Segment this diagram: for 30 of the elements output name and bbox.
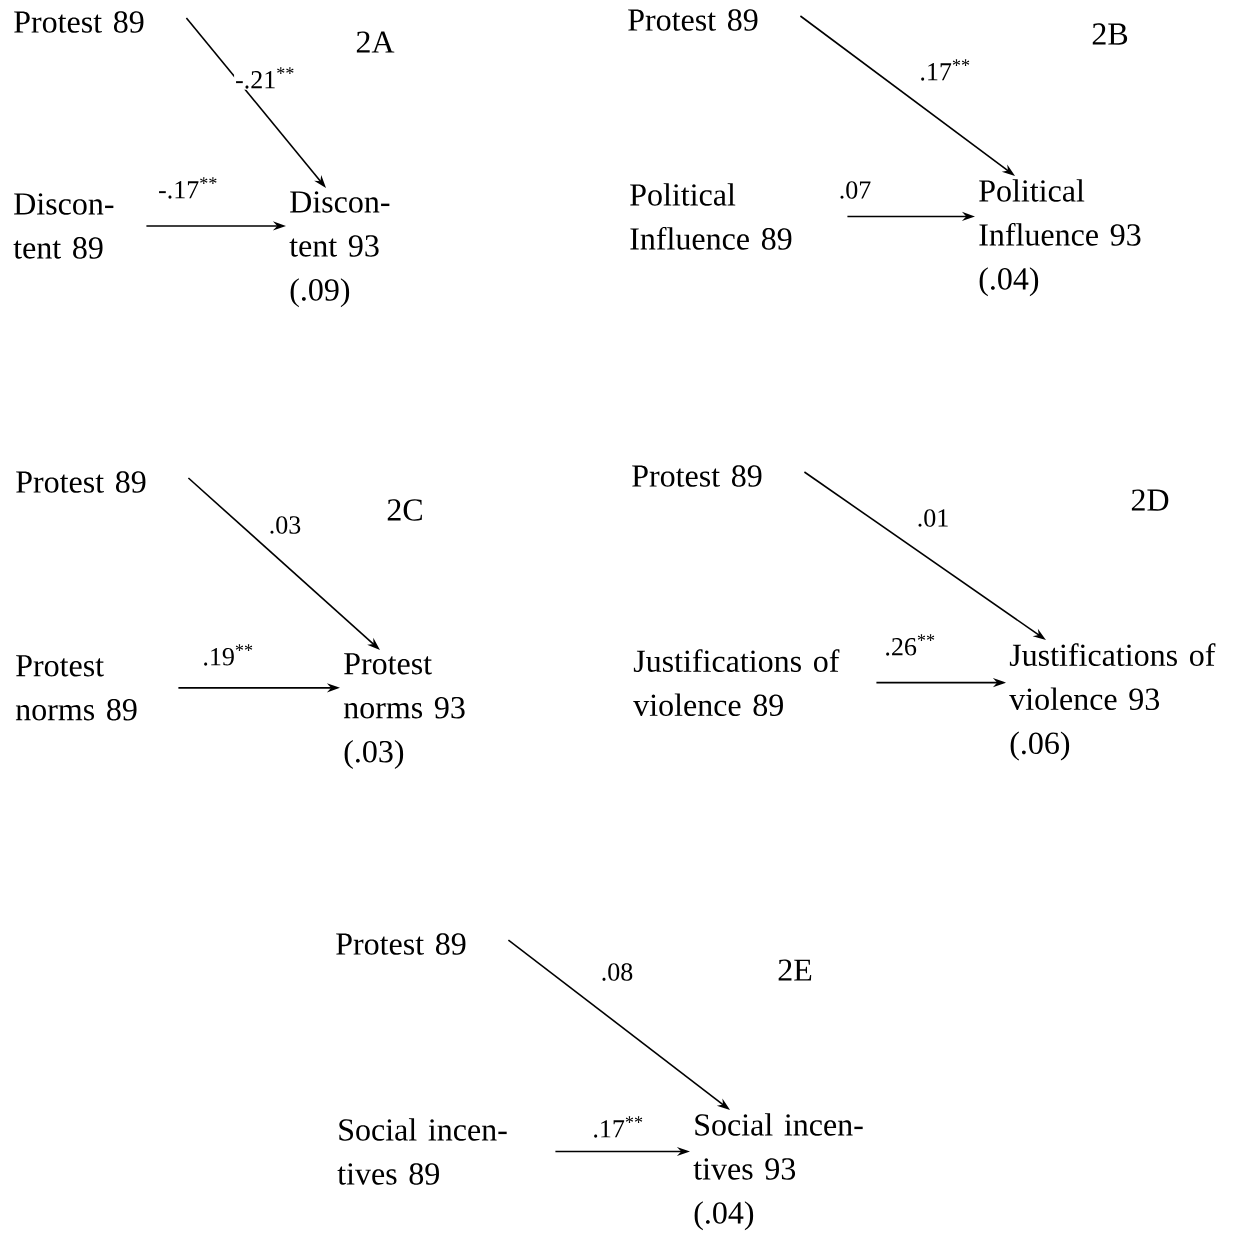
panel-label: 2B (1092, 23, 1128, 45)
edge-label: .03 (267, 515, 303, 535)
variable-label: Protest 89 (628, 9, 758, 31)
variable-label: Protest 89 (336, 933, 466, 955)
variable-label: Justifications of violence 93 (.06) (1009, 643, 1216, 761)
panel-label: 2D (1131, 489, 1169, 511)
variable-label: Protest 89 (16, 471, 146, 493)
edge-label: .07 (837, 180, 873, 200)
variable-label: Discon- tent 89 (13, 193, 114, 259)
edge-label: .26$^{**}$ (883, 633, 937, 657)
edge-label: -.17$^{**}$ (157, 176, 219, 200)
variable-label: Social incen- tives 93 (.04) (693, 1113, 863, 1231)
variable-label: Protest norms 89 (15, 655, 137, 721)
panel-label: 2E (778, 959, 812, 981)
edge-label: .08 (599, 962, 635, 982)
edge-label: .17$^{**}$ (591, 1115, 645, 1139)
variable-label: Political Influence 93 (.04) (979, 179, 1141, 297)
edge-label: .19$^{**}$ (201, 643, 255, 667)
variable-label: Protest 89 (14, 11, 144, 33)
variable-label: Protest 89 (632, 465, 762, 487)
variable-label: Justifications of violence 89 (633, 649, 840, 717)
variable-label: Protest norms 93 (.03) (343, 653, 465, 769)
variable-label: Political Influence 89 (630, 183, 792, 250)
variable-label: Discon- tent 93 (.09) (289, 191, 390, 308)
edge-label: .01 (915, 508, 951, 528)
edge-label: -.21$^{**}$ (234, 66, 296, 90)
variable-label: Social incen- tives 89 (337, 1118, 507, 1185)
panel-label: 2A (356, 31, 395, 53)
edge-label: .17$^{**}$ (918, 58, 972, 82)
panel-label: 2C (387, 499, 422, 521)
